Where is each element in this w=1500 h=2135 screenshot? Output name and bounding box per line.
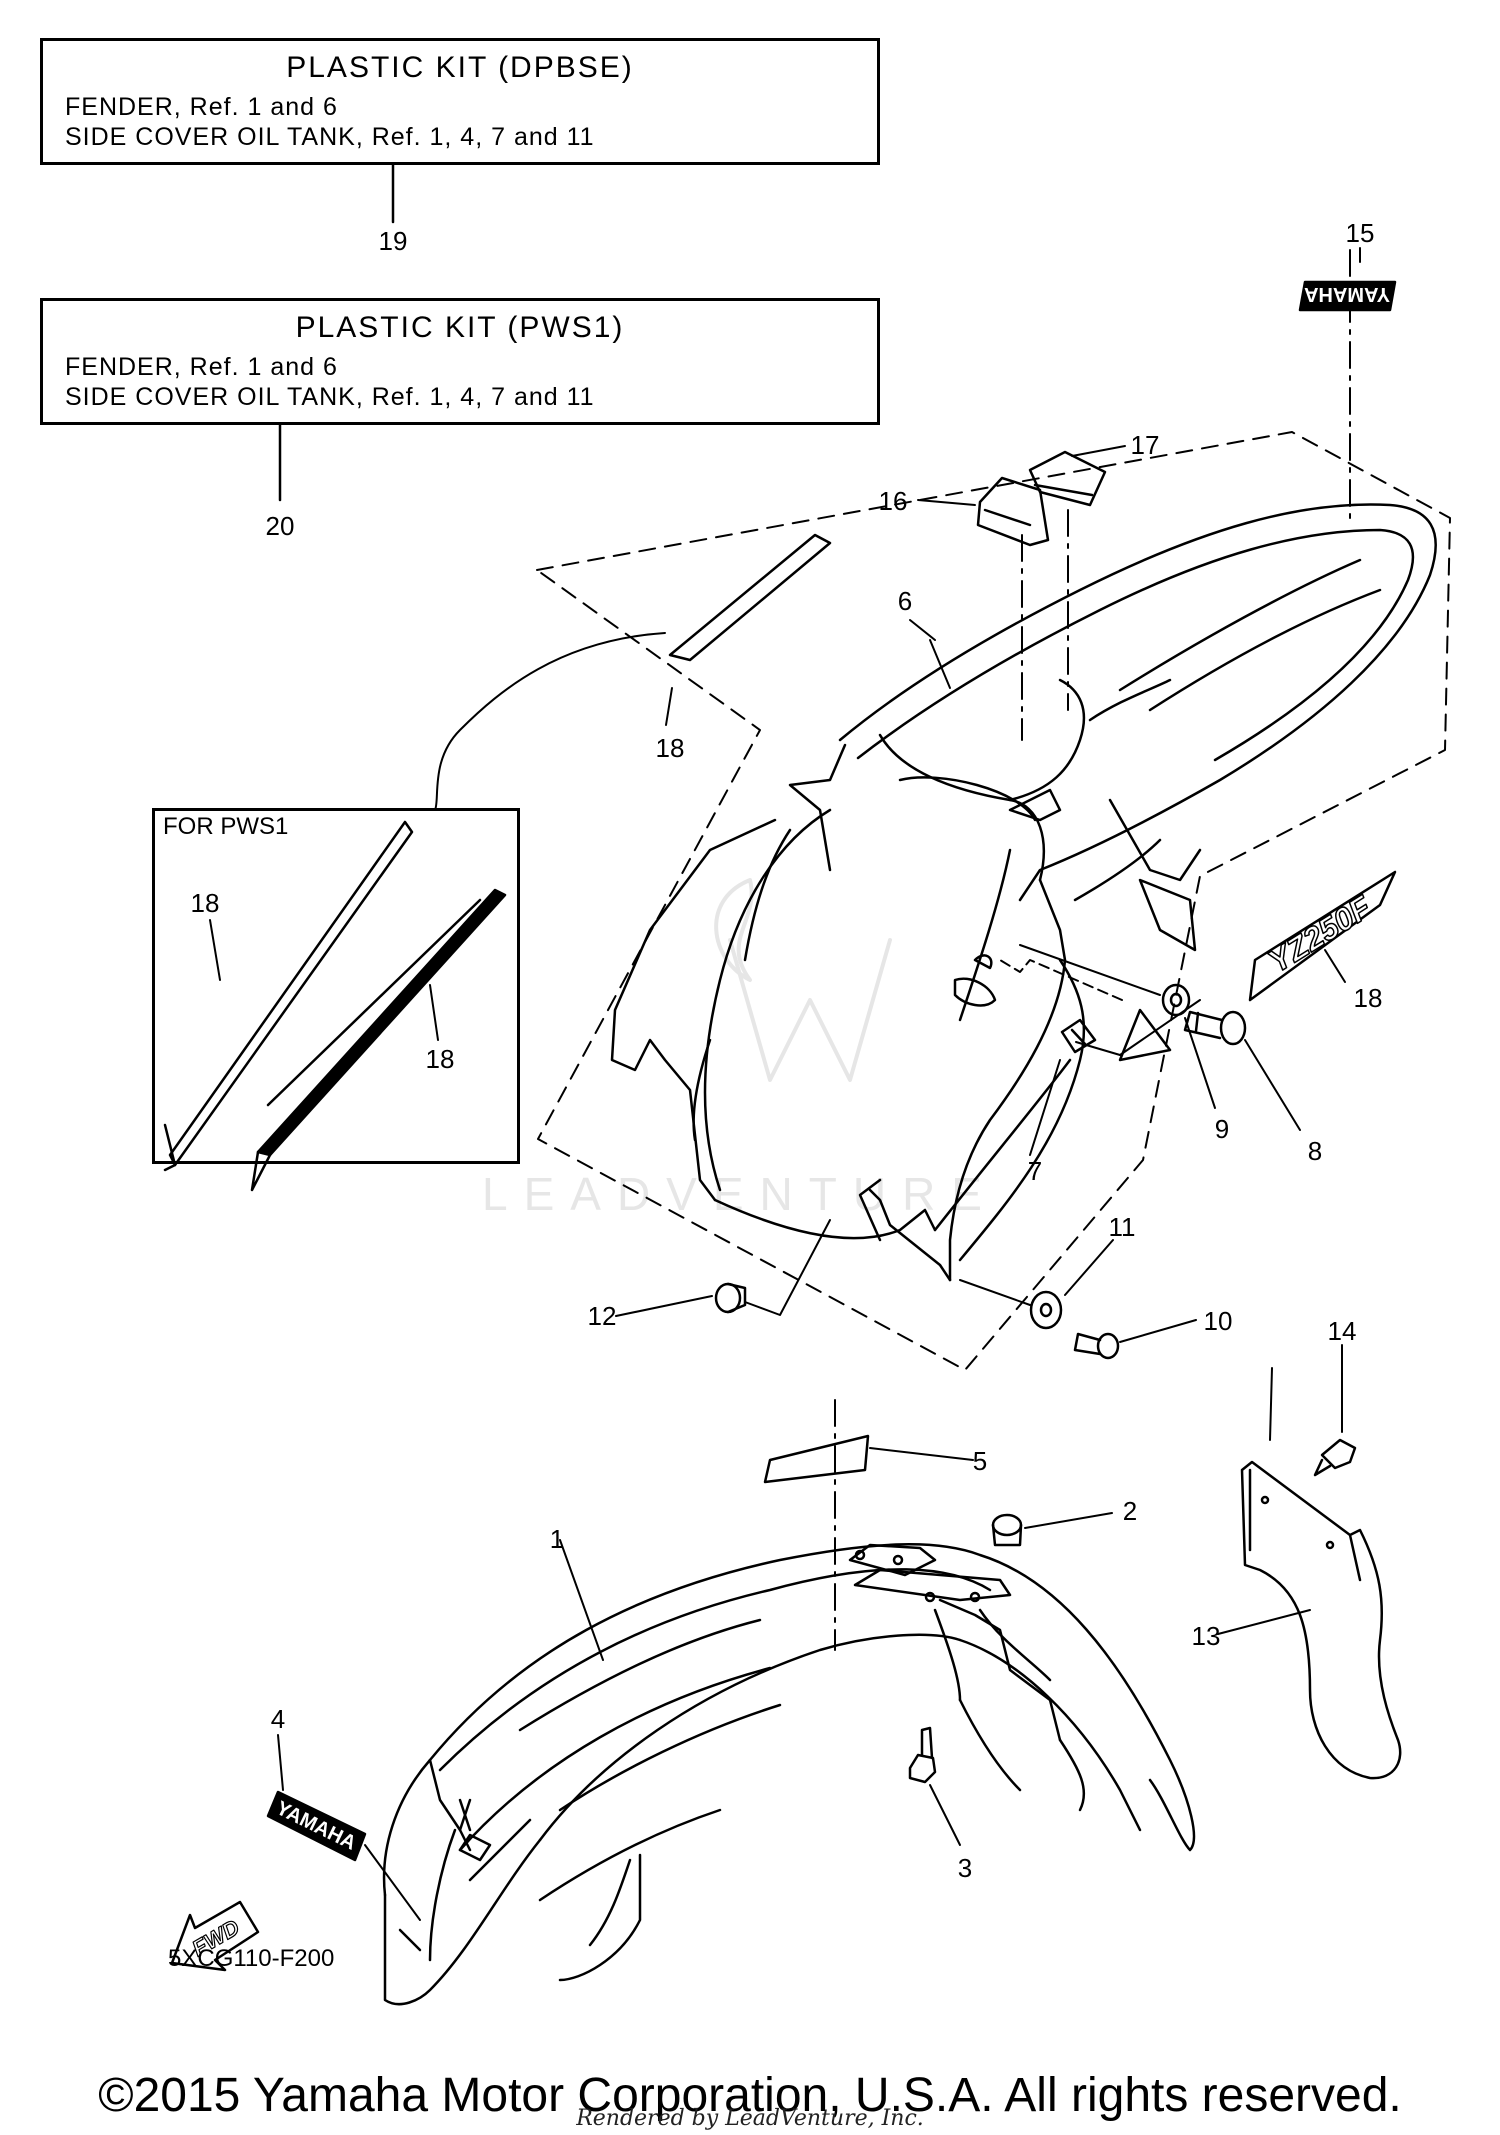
callout-14: 14 bbox=[1328, 1316, 1357, 1346]
callout-8: 8 bbox=[1308, 1136, 1322, 1166]
callout-19: 19 bbox=[379, 226, 408, 256]
svg-text:YZ250F: YZ250F bbox=[1262, 888, 1379, 980]
callout-20: 20 bbox=[266, 511, 295, 541]
callout-5: 5 bbox=[973, 1446, 987, 1476]
callout-15: 15 bbox=[1346, 218, 1375, 248]
inset-decal-18-lower[interactable] bbox=[250, 888, 507, 1192]
kit-line: FENDER, Ref. 1 and 6 bbox=[65, 93, 338, 121]
decal-18-strip[interactable] bbox=[668, 533, 832, 662]
callout-6: 6 bbox=[898, 586, 912, 616]
kit-title: PLASTIC KIT (PWS1) bbox=[295, 311, 625, 344]
part-2-grommet[interactable] bbox=[991, 1513, 1023, 1547]
part-3-bolt[interactable] bbox=[908, 1726, 937, 1784]
kit-box-pws1: PLASTIC KIT (PWS1) FENDER, Ref. 1 and 6 … bbox=[40, 298, 880, 425]
part-code: 5XCG110-F200 bbox=[168, 1945, 335, 1972]
callout-18-c: 18 bbox=[191, 888, 220, 918]
callout-2: 2 bbox=[1123, 1496, 1137, 1526]
kit-line: FENDER, Ref. 1 and 6 bbox=[65, 353, 338, 381]
callout-4: 4 bbox=[271, 1704, 285, 1734]
kit-line: SIDE COVER OIL TANK, Ref. 1, 4, 7 and 11 bbox=[65, 383, 595, 411]
callout-18-a: 18 bbox=[656, 733, 685, 763]
kit-title: PLASTIC KIT (DPBSE) bbox=[286, 51, 634, 84]
watermark-text: LEADVENTURE bbox=[482, 1168, 998, 1220]
watermark-logo bbox=[714, 878, 892, 1082]
callout-17: 17 bbox=[1131, 430, 1160, 460]
decal-16[interactable] bbox=[976, 476, 1050, 547]
callout-11: 11 bbox=[1109, 1212, 1136, 1242]
callout-18-b: 18 bbox=[1354, 983, 1383, 1013]
callout-9: 9 bbox=[1215, 1114, 1229, 1144]
svg-text:YAMAHA: YAMAHA bbox=[1304, 283, 1390, 305]
fwd-arrow-icon: FWD bbox=[170, 1900, 260, 1972]
part-7-clip-nut[interactable] bbox=[1060, 1018, 1097, 1054]
rear-fender-assembly-outline bbox=[536, 431, 1451, 1371]
decal-yz250f[interactable]: YZ250F bbox=[1248, 870, 1397, 1002]
callout-13: 13 bbox=[1192, 1621, 1221, 1651]
callout-10: 10 bbox=[1204, 1306, 1233, 1336]
callout-18-d: 18 bbox=[426, 1044, 455, 1074]
part-8-bolt[interactable] bbox=[1183, 1010, 1247, 1046]
callout-7: 7 bbox=[1028, 1156, 1042, 1186]
part-13-cover[interactable] bbox=[1240, 1460, 1402, 1780]
decal-yamaha-rear[interactable]: YAMAHA bbox=[1298, 280, 1397, 312]
rear-fender[interactable] bbox=[610, 503, 1437, 1282]
front-fender[interactable] bbox=[382, 1543, 1196, 2006]
kit-line: SIDE COVER OIL TANK, Ref. 1, 4, 7 and 11 bbox=[65, 123, 595, 151]
callout-16: 16 bbox=[879, 486, 908, 516]
rendered-by: Rendered by LeadVenture, Inc. bbox=[576, 2106, 924, 2131]
copyright-notice: ©2015 Yamaha Motor Corporation, U.S.A. A… bbox=[98, 2069, 1402, 2122]
decal-5[interactable] bbox=[763, 1434, 870, 1484]
part-14-screw[interactable] bbox=[1313, 1438, 1357, 1477]
decal-yamaha-front[interactable]: YAMAHA bbox=[266, 1790, 367, 1862]
part-10-bolt[interactable] bbox=[1073, 1332, 1120, 1360]
callout-12: 12 bbox=[588, 1301, 617, 1331]
part-11-washer[interactable] bbox=[1029, 1290, 1063, 1330]
part-9-washer[interactable] bbox=[1161, 983, 1191, 1017]
inset-title: FOR PWS1 bbox=[163, 813, 289, 840]
inset-pws1: FOR PWS1 bbox=[152, 808, 520, 1164]
callout-3: 3 bbox=[958, 1853, 972, 1883]
kit-box-dpbse: PLASTIC KIT (DPBSE) FENDER, Ref. 1 and 6… bbox=[40, 38, 880, 165]
callout-1: 1 bbox=[550, 1524, 564, 1554]
part-12-grommet[interactable] bbox=[714, 1282, 747, 1314]
decal-17[interactable] bbox=[1028, 450, 1107, 507]
